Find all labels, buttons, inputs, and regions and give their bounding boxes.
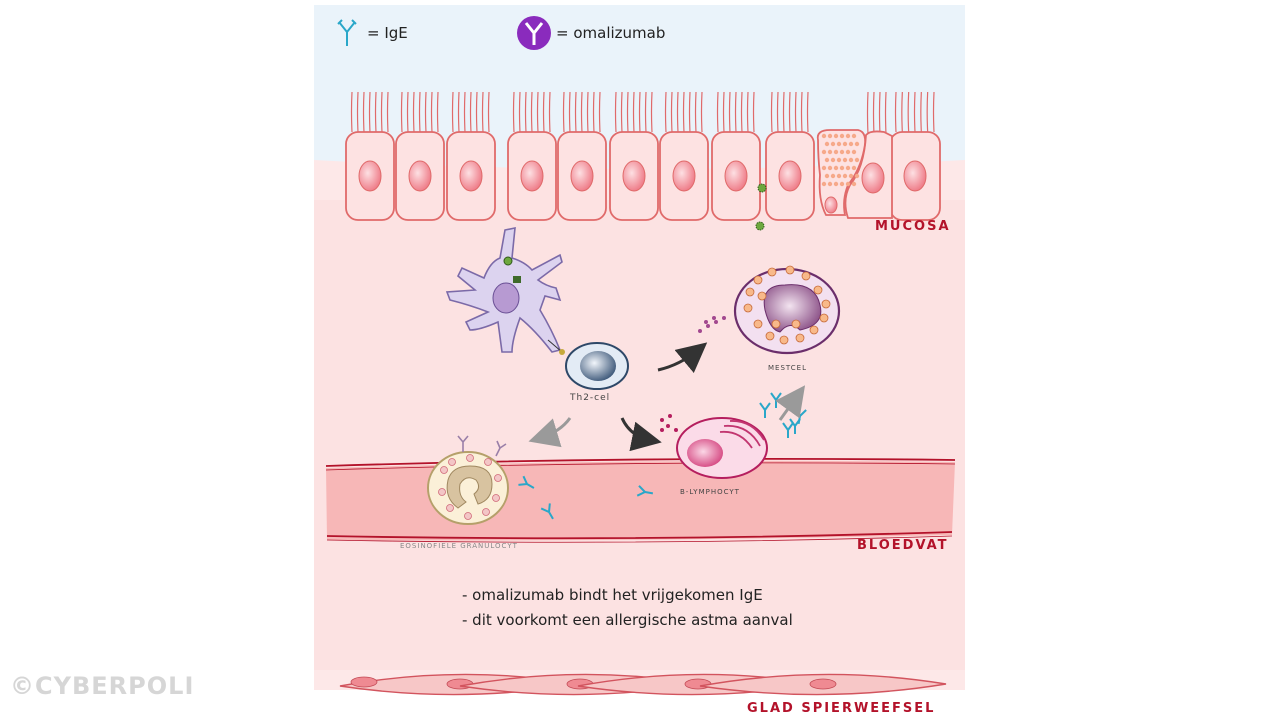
mast-label: MESTCEL (768, 364, 807, 372)
epithelial-cell (844, 130, 893, 219)
epithelial-cell (889, 131, 941, 221)
legend-ige-label: = IgE (367, 24, 408, 42)
smooth-muscle-label: GLAD SPIERWEEFSEL (747, 701, 936, 716)
smooth-muscle (339, 673, 947, 696)
mediator-dots-mast (698, 316, 726, 333)
omalizumab-legend-icon (517, 16, 551, 50)
cilia (350, 91, 935, 135)
blood-vessel (325, 457, 956, 543)
epithelial-cell (345, 131, 395, 221)
watermark: ©CYBERPOLI (10, 672, 195, 700)
epithelial-cell (609, 131, 659, 221)
bloodvessel-label: BLOEDVAT (857, 538, 949, 553)
arrows (528, 342, 806, 452)
epithelial-cell (659, 131, 709, 221)
eosinophil (427, 435, 509, 525)
epithelial-cell (711, 131, 761, 221)
note-2: - dit voorkomt een allergische astma aan… (462, 611, 793, 629)
epithelial-cell (507, 131, 557, 221)
th2-label: Th2-cel (570, 393, 611, 403)
th2-cell (565, 342, 629, 390)
epithelial-cell (395, 131, 445, 221)
goblet-cell (816, 129, 867, 216)
legend-omalizumab-label: = omalizumab (556, 24, 666, 42)
epithelium (345, 130, 941, 221)
dendritic-cell (445, 227, 565, 355)
b-lymphocyte-label: B-LYMPHOCYT (680, 488, 740, 496)
ige-antibodies (518, 392, 807, 520)
note-1: - omalizumab bindt het vrijgekomen IgE (462, 586, 763, 604)
epithelial-cell (557, 131, 607, 221)
epithelial-cell (446, 131, 496, 221)
epithelial-cell (765, 131, 815, 221)
b-lymphocyte (676, 417, 768, 479)
mast-cell (733, 265, 841, 355)
eosinophil-label: EOSINOFIELE GRANULOCYT (400, 542, 518, 550)
mucosa-label: MUCOSA (875, 219, 951, 234)
allergen-particles (755, 183, 767, 231)
ige-legend-icon (337, 19, 357, 46)
